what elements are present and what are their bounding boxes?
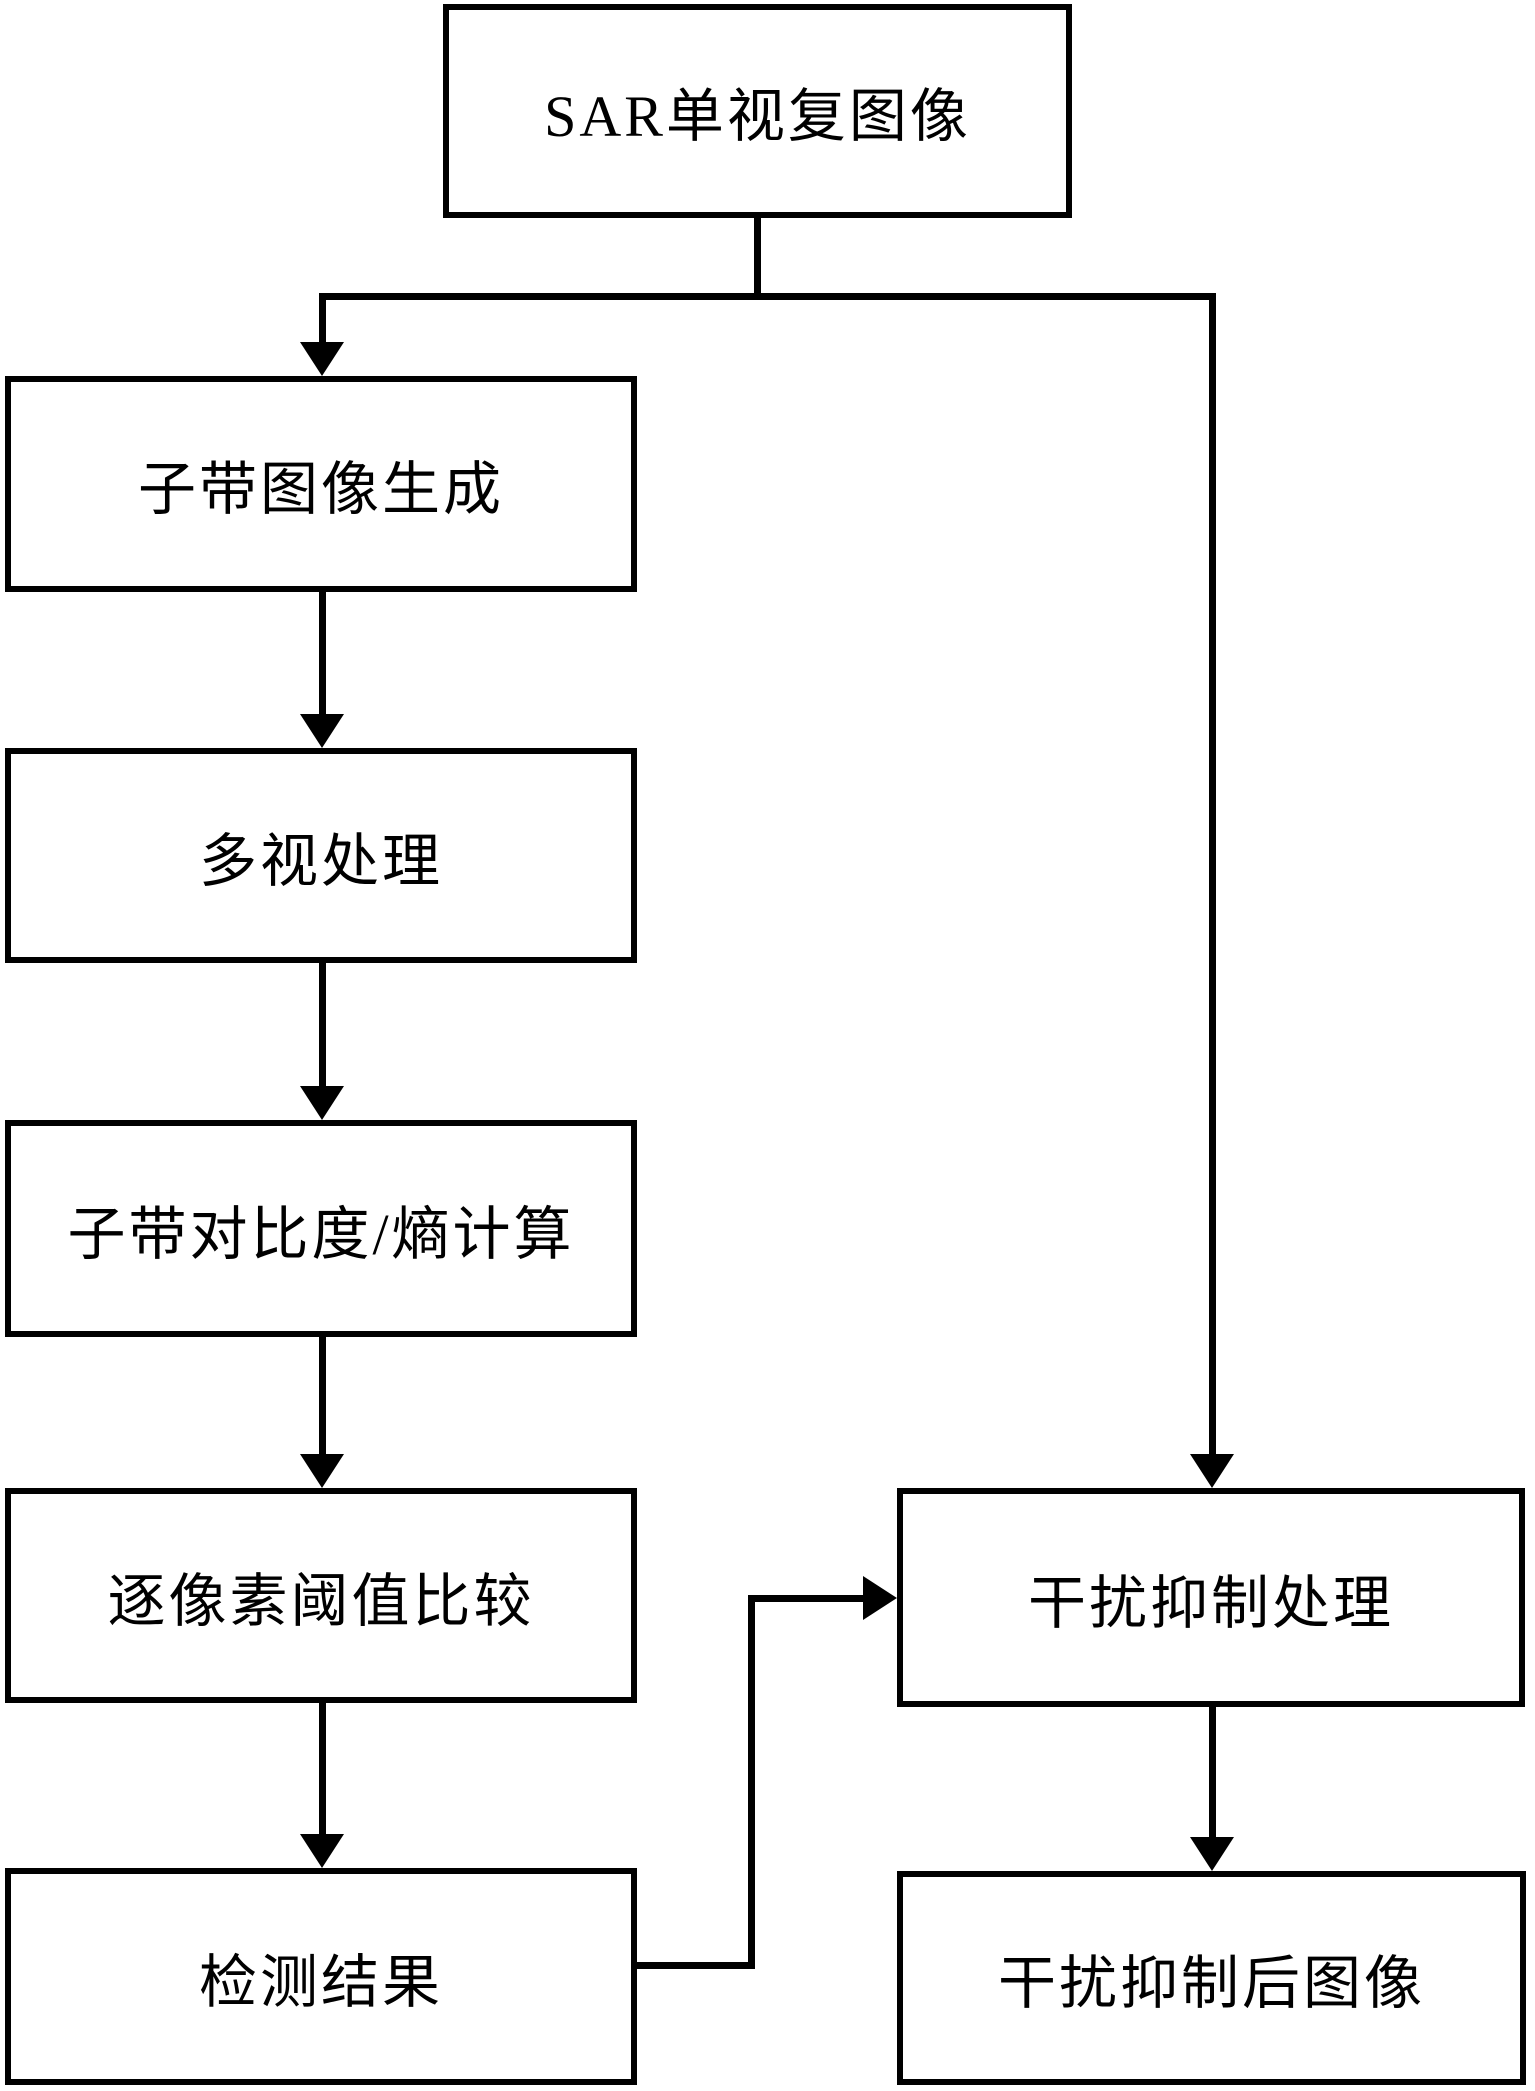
edge-result-to-suppression-top [748, 1595, 863, 1602]
edge-multilook-to-contrast [319, 963, 326, 1086]
edge-threshold-to-result [319, 1703, 326, 1834]
edge-sar-to-subband-arrowhead [300, 342, 344, 376]
edge-subband-to-multilook [319, 592, 326, 714]
edge-suppression-to-output [1209, 1707, 1216, 1837]
node-sar-slc-image: SAR单视复图像 [443, 4, 1072, 218]
node-pixelwise-threshold-comparison: 逐像素阈值比较 [5, 1488, 637, 1703]
edge-sar-to-subband [319, 296, 326, 346]
node-interference-suppression-processing: 干扰抑制处理 [897, 1488, 1525, 1707]
edge-result-to-suppression-arrowhead [863, 1576, 897, 1620]
node-interference-suppressed-image: 干扰抑制后图像 [897, 1871, 1526, 2085]
node-detection-result: 检测结果 [5, 1868, 637, 2085]
edge-contrast-to-threshold [319, 1337, 326, 1454]
edge-sar-stem [754, 218, 761, 299]
edge-suppression-to-output-arrowhead [1190, 1837, 1234, 1871]
edge-result-to-suppression-riser [748, 1595, 755, 1969]
edge-sar-to-suppression-arrowhead [1190, 1454, 1234, 1488]
node-multilook-processing: 多视处理 [5, 748, 637, 963]
edge-threshold-to-result-arrowhead [300, 1834, 344, 1868]
edge-result-to-suppression-bottom [637, 1962, 755, 1969]
edge-split-horizontal [319, 293, 1216, 300]
node-subband-image-generation: 子带图像生成 [5, 376, 637, 592]
edge-contrast-to-threshold-arrowhead [300, 1454, 344, 1488]
node-subband-contrast-entropy-calculation: 子带对比度/熵计算 [5, 1120, 637, 1337]
edge-multilook-to-contrast-arrowhead [300, 1086, 344, 1120]
edge-sar-to-suppression [1209, 296, 1216, 1454]
edge-subband-to-multilook-arrowhead [300, 714, 344, 748]
